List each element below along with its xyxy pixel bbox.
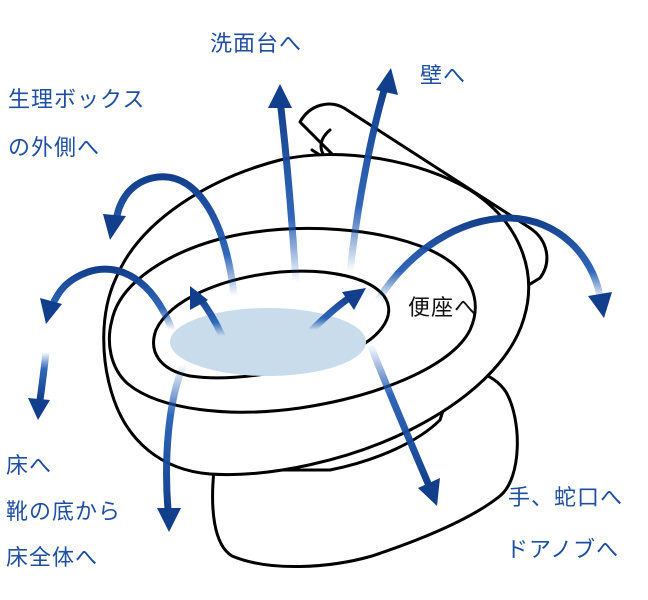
arrow-inner-left-head bbox=[190, 286, 208, 310]
label-sanitary-box-line2: の外側へ bbox=[8, 136, 101, 161]
label-hands-line1: 手、蛇口へ bbox=[508, 486, 624, 511]
arrow-to-shoe-sole-head bbox=[157, 508, 181, 532]
arrow-to-floor-upper-head bbox=[40, 298, 62, 324]
label-wall: 壁へ bbox=[420, 64, 467, 89]
arrow-to-seat-head bbox=[342, 288, 366, 310]
water-pool bbox=[170, 308, 366, 376]
arrow-to-door-knob-head bbox=[418, 478, 440, 506]
arrow-to-floor-head bbox=[28, 398, 50, 420]
label-shoe-line1: 靴の底から bbox=[6, 500, 122, 525]
arrow-to-floor bbox=[36, 348, 50, 404]
arrow-to-hands-faucet-head bbox=[588, 292, 612, 318]
arrow-to-sanitary-box-head bbox=[103, 214, 126, 240]
toilet-pedestal bbox=[211, 369, 519, 569]
arrow-to-sink-head bbox=[268, 84, 292, 108]
label-seat: 便座へ bbox=[408, 296, 478, 321]
arrow-to-hands-faucet bbox=[374, 214, 604, 304]
label-sink: 洗面台へ bbox=[210, 32, 303, 57]
arrow-to-door-knob bbox=[366, 340, 434, 492]
label-sanitary-box-line1: 生理ボックス bbox=[8, 88, 146, 113]
label-hands-line2: ドアノブへ bbox=[506, 538, 620, 563]
arrow-to-wall-head bbox=[376, 68, 398, 95]
arrow-to-wall bbox=[346, 80, 390, 276]
label-floor: 床へ bbox=[6, 454, 53, 479]
arrow-to-sanitary-box bbox=[112, 173, 238, 300]
arrow-to-floor-upper bbox=[48, 265, 176, 334]
label-shoe-line2: 床全体へ bbox=[6, 546, 99, 571]
splash-arrows bbox=[28, 68, 612, 532]
arrow-to-shoe-sole bbox=[163, 360, 188, 514]
arrow-to-sink bbox=[276, 96, 300, 286]
